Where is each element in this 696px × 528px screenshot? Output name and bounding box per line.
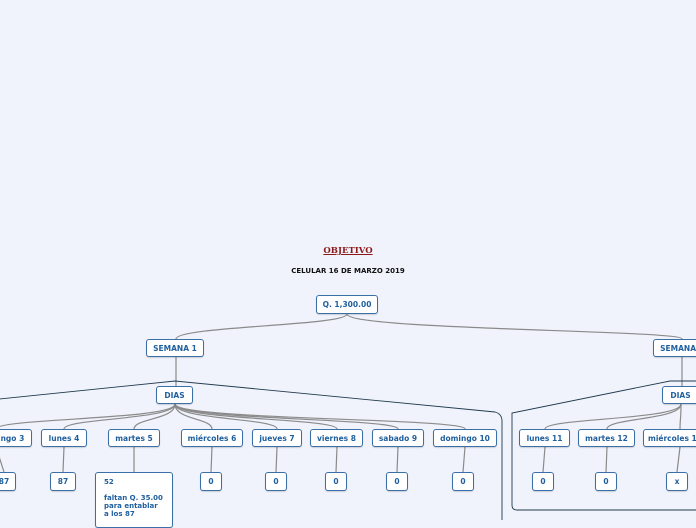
connector [62, 446, 65, 473]
day-node-domingo-10[interactable]: domingo 10 [433, 429, 497, 447]
connector [676, 446, 681, 473]
value-text: 52 [104, 478, 114, 486]
value-node[interactable]: 0 [200, 472, 222, 491]
day-node-domingo-3[interactable]: domingo 3 [0, 429, 32, 447]
map-subtitle: CELULAR 16 DE MARZO 2019 [291, 267, 405, 275]
dias2-node[interactable]: DIAS [662, 386, 696, 404]
dias1-node[interactable]: DIAS [156, 386, 193, 404]
value-node[interactable]: x [666, 472, 688, 491]
day-node-viernes-8[interactable]: viernes 8 [310, 429, 363, 447]
day-node-jueves-7[interactable]: jueves 7 [252, 429, 302, 447]
value-node[interactable]: 0 [265, 472, 287, 491]
day-node-miercoles-6[interactable]: miércoles 6 [181, 429, 243, 447]
connector [174, 403, 466, 430]
connector [335, 446, 338, 473]
connector [0, 403, 176, 428]
connector [174, 403, 338, 430]
semana2-boundary [511, 380, 696, 511]
connector [63, 403, 176, 430]
value-node[interactable]: 87 [0, 472, 16, 491]
connector [0, 457, 5, 473]
connector [210, 446, 213, 473]
value-node[interactable]: 0 [386, 472, 408, 491]
connector [174, 403, 399, 430]
map-title: OBJETIVO [323, 246, 373, 256]
semana1-boundary [0, 380, 503, 520]
semana1-node[interactable]: SEMANA 1 [146, 339, 204, 357]
day-node-martes-12[interactable]: martes 12 [578, 429, 635, 447]
connector [175, 313, 348, 340]
semana2-node[interactable]: SEMANA 2 [653, 339, 696, 357]
connector [462, 446, 466, 473]
root-node[interactable]: Q. 1,300.00 [316, 295, 378, 314]
day-node-sabado-9[interactable]: sabado 9 [372, 429, 424, 447]
day-node-lunes-4[interactable]: lunes 4 [41, 429, 87, 447]
connector [174, 403, 213, 430]
connector [605, 446, 608, 473]
connector [396, 446, 399, 473]
connector [133, 403, 176, 430]
note-text: faltan Q. 35.00 para entablar a los 87 [104, 494, 163, 519]
connector [346, 313, 683, 340]
connector [275, 446, 278, 473]
value-node[interactable]: 0 [325, 472, 347, 491]
connector [174, 403, 278, 430]
connector [679, 403, 682, 430]
day-node-miercoles-13[interactable]: miércoles 13 [643, 429, 696, 447]
connector [606, 403, 682, 430]
day-node-martes-5[interactable]: martes 5 [108, 429, 160, 447]
value-node[interactable]: 87 [50, 472, 76, 491]
value-node[interactable]: 0 [452, 472, 474, 491]
value-note-node[interactable]: 52 faltan Q. 35.00 para entablar a los 8… [95, 472, 173, 528]
connector [542, 446, 546, 473]
value-node[interactable]: 0 [595, 472, 617, 491]
day-node-lunes-11[interactable]: lunes 11 [519, 429, 570, 447]
connector [544, 403, 682, 430]
value-node[interactable]: 0 [532, 472, 554, 491]
